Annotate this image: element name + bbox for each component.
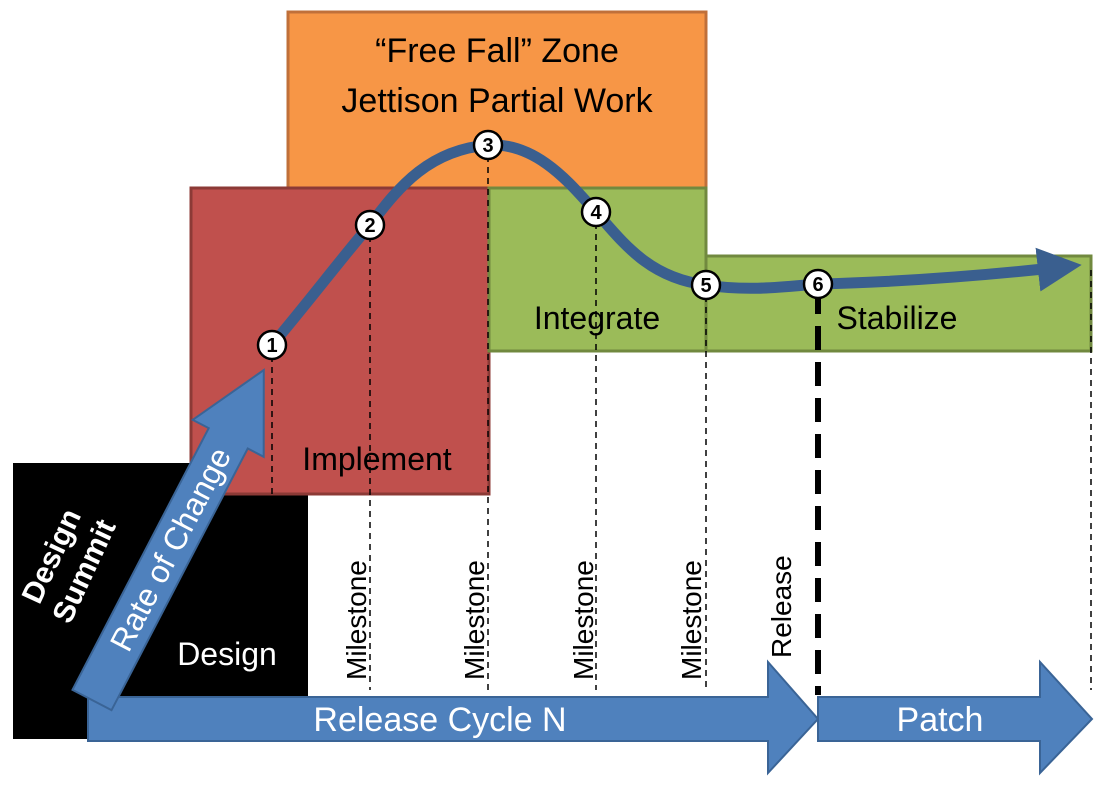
patch-arrow <box>817 659 1094 776</box>
point-4-marker: 4 <box>580 196 612 228</box>
release-cycle-arrow <box>87 659 820 776</box>
milestone-label: Milestone <box>676 560 707 680</box>
point-6-label: 6 <box>812 274 823 296</box>
free-fall-zone <box>286 10 708 190</box>
point-2-marker: 2 <box>354 209 386 241</box>
point-6-marker: 6 <box>802 268 834 300</box>
release-cycle-label: Release Cycle N <box>313 701 566 739</box>
point-2-label: 2 <box>364 215 375 237</box>
curve-points: 1 2 3 4 5 6 <box>256 129 834 361</box>
point-3-marker: 3 <box>472 129 504 161</box>
milestone-label: Milestone <box>459 560 490 680</box>
free-fall-subtitle: Jettison Partial Work <box>341 82 653 120</box>
stabilize-label: Stabilize <box>837 300 958 336</box>
patch-label: Patch <box>897 701 984 739</box>
design-label: Design <box>177 636 277 672</box>
free-fall-title: “Free Fall” Zone <box>375 32 619 70</box>
release-label: Release <box>766 555 797 658</box>
point-3-label: 3 <box>482 135 493 157</box>
marker-labels: Milestone Milestone Milestone Milestone … <box>341 555 797 680</box>
point-5-label: 5 <box>700 275 711 297</box>
design-summit-label: Design Summit <box>16 504 123 628</box>
milestone-label: Milestone <box>341 560 372 680</box>
integrate-label: Integrate <box>534 300 660 336</box>
point-5-marker: 5 <box>690 269 722 301</box>
point-4-label: 4 <box>590 202 602 224</box>
milestone-label: Milestone <box>568 560 599 680</box>
point-1-marker: 1 <box>256 329 288 361</box>
point-1-label: 1 <box>266 335 277 357</box>
guide-lines <box>271 145 1092 690</box>
implement-label: Implement <box>302 441 452 477</box>
